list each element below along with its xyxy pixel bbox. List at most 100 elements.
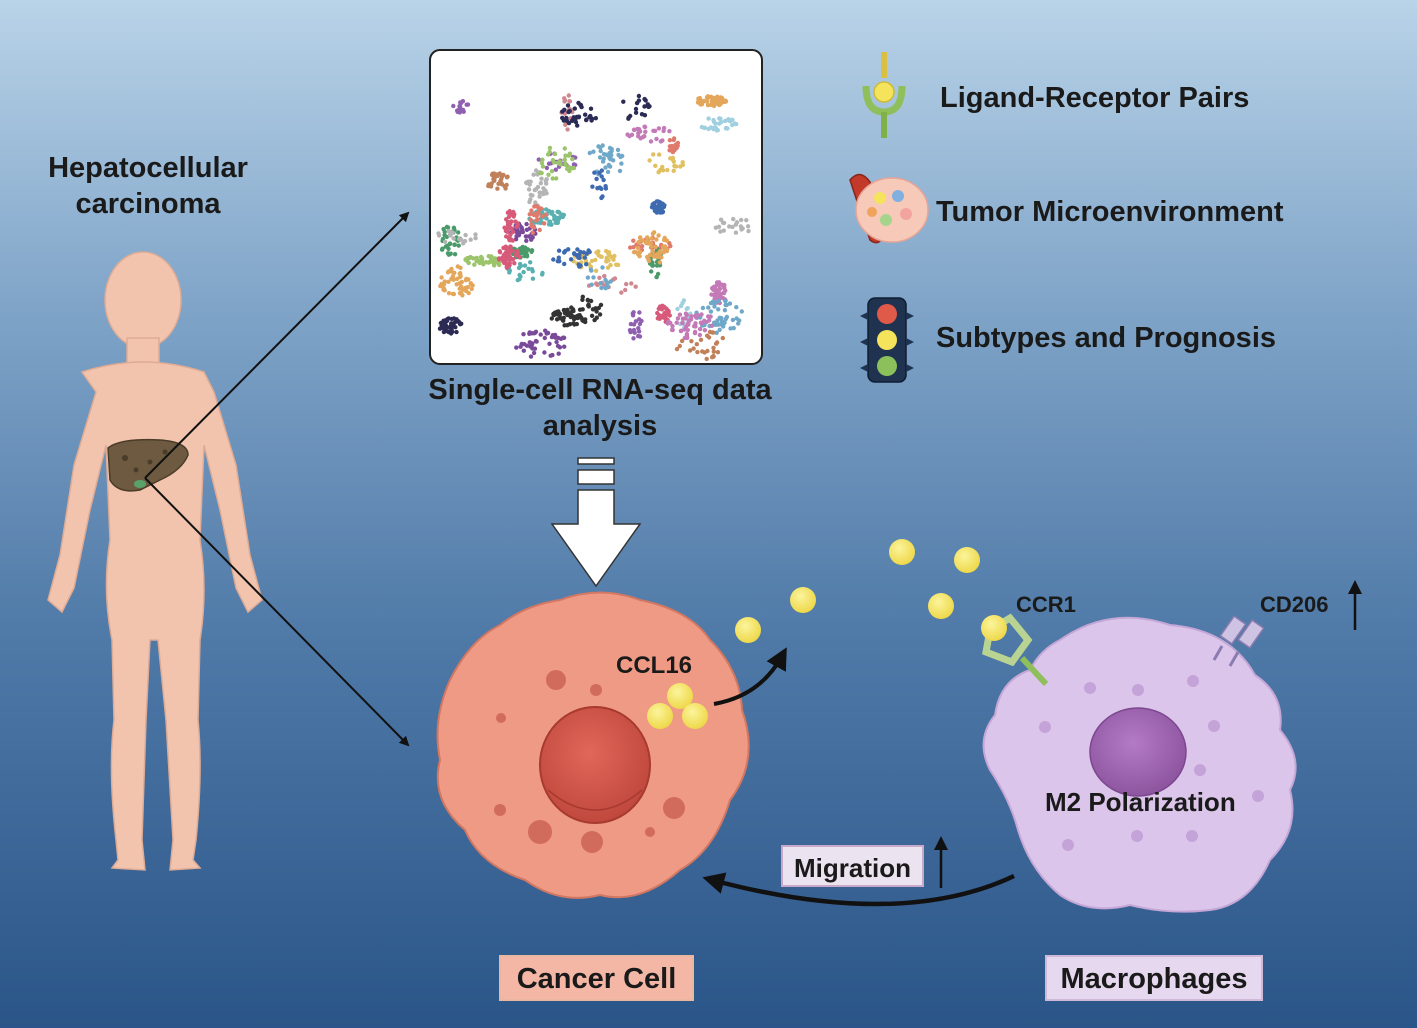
scatter-point — [557, 345, 563, 350]
scatter-point — [534, 203, 539, 209]
scatter-point — [678, 328, 684, 334]
scatter-point — [573, 119, 579, 125]
scatter-point — [538, 206, 544, 211]
scatter-point — [715, 350, 721, 355]
scatter-point — [633, 110, 639, 115]
scatter-point — [555, 216, 561, 221]
down-arrow — [550, 457, 642, 588]
scatter-point — [524, 238, 529, 243]
scatter-point — [471, 256, 476, 261]
legend-ligand-receptor: Ligand-Receptor Pairs — [940, 82, 1250, 114]
scatter-point — [571, 162, 577, 167]
scatter-point — [614, 262, 619, 267]
scatter-point — [693, 321, 698, 326]
cancer-cell-label: Cancer Cell — [499, 955, 694, 1001]
scatter-point — [547, 145, 553, 151]
scatter-point — [680, 301, 685, 306]
scatter-point — [455, 276, 460, 281]
scatter-point — [575, 247, 580, 252]
scatter-point — [443, 325, 449, 331]
scatter-point — [667, 144, 673, 149]
scatter-point — [654, 136, 659, 142]
scatter-point — [717, 121, 722, 126]
scatter-point — [663, 306, 669, 311]
scatter-point — [656, 126, 662, 131]
scatter-point — [461, 241, 466, 246]
scatter-point — [509, 226, 514, 231]
scatter-point — [720, 335, 725, 341]
scatter-point — [603, 165, 608, 170]
scatter-point — [592, 170, 597, 175]
scatter-point — [586, 248, 591, 253]
scatter-point — [452, 252, 458, 257]
scatter-point — [599, 168, 604, 173]
scatter-point — [730, 317, 736, 323]
scatter-point — [549, 316, 554, 321]
scatter-point — [708, 300, 714, 306]
scatter-point — [565, 127, 570, 132]
scatter-point — [536, 157, 541, 162]
scatter-point — [671, 168, 676, 173]
legend-subtypes-prognosis: Subtypes and Prognosis — [936, 322, 1276, 354]
scatter-point — [439, 247, 445, 252]
scatter-point — [714, 330, 719, 335]
scatter-point — [722, 308, 728, 313]
scatter-point — [647, 252, 653, 258]
ccl16-label: CCL16 — [616, 652, 693, 679]
scatter-point — [454, 329, 459, 335]
scatter-point — [579, 315, 584, 321]
scatter-point — [510, 229, 516, 235]
scatter-point — [449, 327, 454, 332]
m2-polarization-label: M2 Polarization — [1045, 787, 1236, 817]
scatter-point — [675, 306, 680, 312]
scatter-point — [505, 210, 511, 215]
scatter-point — [635, 126, 640, 132]
macrophage-nucleus — [1089, 707, 1187, 797]
scatter-point — [446, 269, 451, 274]
scatter-point — [685, 306, 690, 311]
scatter-point — [446, 252, 452, 257]
scatter-point — [609, 254, 614, 260]
scatter-point — [526, 179, 531, 184]
scatter-point — [684, 332, 690, 338]
scatter-point — [520, 250, 526, 255]
scatter-point — [733, 230, 739, 235]
scatter-point — [571, 116, 576, 122]
scatter-point — [531, 172, 536, 177]
scatter-point — [597, 312, 603, 317]
scatter-point — [552, 151, 558, 157]
scatter-point — [619, 290, 624, 295]
scatter-point — [442, 232, 447, 238]
scatter-point — [496, 256, 502, 261]
scatter-point — [533, 200, 538, 205]
scatter-point — [601, 152, 607, 157]
scatter-point — [642, 124, 648, 130]
scatter-point — [708, 309, 714, 314]
scatter-point — [683, 316, 688, 321]
scatter-point — [508, 219, 513, 224]
scatter-point — [535, 210, 541, 215]
scrna-panel — [429, 49, 763, 365]
ligand-receptor-icon — [862, 52, 906, 138]
scatter-point — [527, 340, 532, 345]
scatter-point — [651, 152, 656, 157]
scatter-point — [636, 250, 641, 255]
scatter-point — [683, 324, 689, 329]
scatter-point — [544, 177, 549, 182]
scatter-point — [645, 235, 650, 240]
scatter-point — [495, 186, 500, 191]
scatter-point — [436, 231, 441, 236]
scatter-point — [631, 310, 636, 315]
scatter-point — [668, 156, 673, 161]
scatter-point — [695, 313, 700, 318]
tumor-microenvironment-icon — [849, 173, 929, 244]
scatter-point — [516, 254, 521, 259]
scatter-point — [651, 128, 656, 133]
scatter-point — [631, 245, 636, 250]
scatter-point — [543, 207, 549, 212]
scatter-point — [444, 224, 450, 230]
scatter-point — [477, 260, 482, 266]
scatter-point — [547, 149, 552, 155]
scatter-point — [442, 229, 447, 235]
scatter-point — [554, 339, 559, 345]
